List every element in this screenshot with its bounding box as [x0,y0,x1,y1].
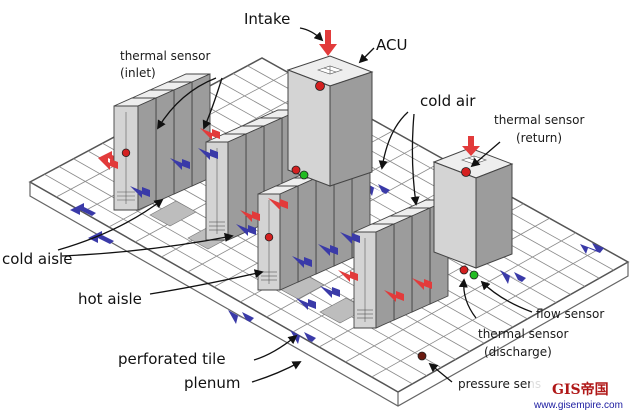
label-thermal-sensor-discharge: thermal sensor [478,327,568,341]
cold-air-arrow [228,310,254,324]
pointer-plenum [251,361,302,383]
hot-air-arrow [200,128,220,140]
cold-air-arrow [364,182,390,196]
label-cold-air: cold air [420,92,476,110]
cold-air-arrow [292,256,312,268]
label-flow-sensor: flow sensor [536,307,604,321]
server-rack [353,223,395,329]
pointer-intake [299,27,324,42]
pointer-pressure [428,362,453,383]
thermal-sensor-return [461,167,471,177]
label-thermal-sensor-inlet-qualifier: (inlet) [120,66,156,80]
perforated-tiles [149,200,367,324]
cold-air-arrow [198,148,218,160]
watermark-url: www.gisempire.com [533,400,623,411]
thermal-sensor-acu [315,81,325,91]
perforated-tile [149,200,197,227]
server-rack [257,185,299,291]
label-thermal-sensor-return-qualifier: (return) [516,131,562,145]
hot-air-arrow [268,198,288,210]
hot-air-arrow [384,290,404,302]
cold-air-arrow [340,232,360,244]
label-plenum: plenum [184,374,241,392]
cold-air-arrow [296,298,316,310]
pointer-lines [57,27,533,383]
pointer-inlet-2 [202,77,223,130]
thermal-sensor-inlet [121,148,131,157]
label-cold-aisle: cold aisle [2,250,72,268]
hot-air-arrow [338,270,358,282]
watermark-brand: GIS帝国 [552,381,609,398]
pointer-cold-aisle-1 [57,198,164,251]
acu-intake-vent [317,65,343,75]
cold-air-arrow [500,270,526,284]
intake-arrow [319,30,337,56]
pressure-sensor [417,351,427,361]
label-thermal-sensor-return: thermal sensor [494,113,584,127]
label-perforated-tile: perforated tile [118,350,226,368]
label-thermal-sensor-discharge-qualifier: (discharge) [484,345,552,359]
cold-air-arrow [88,231,114,244]
intake-arrow [462,136,480,156]
hot-air-arrow [98,158,118,170]
pointer-cold-air-2 [410,113,420,206]
acu-unit-main [286,30,374,187]
pointer-hot-aisle [149,269,264,295]
cold-air-arrow [170,158,190,170]
pointer-discharge [458,278,477,319]
flow-sensor [469,270,479,280]
hot-air-arrow [240,210,260,222]
pointer-cold-aisle-2 [61,232,234,257]
labels: Intake ACU thermal sensor (inlet) cold a… [2,10,604,392]
pointer-acu [358,47,375,64]
pointer-cold-air-1 [378,111,409,170]
watermark: GIS帝国 www.gisempire.com [530,378,638,412]
label-hot-aisle: hot aisle [78,290,142,308]
thermal-sensor-discharge [459,265,469,275]
acu-unit-secondary [432,136,514,269]
flow-sensor [299,170,309,180]
cold-air-arrow [320,286,340,298]
thermal-sensor-inlet [264,232,274,242]
label-acu: ACU [376,36,407,54]
cold-air-arrow [236,224,256,236]
cold-air-arrow [70,203,96,216]
server-rack [205,133,247,241]
cold-air-arrow [130,186,150,198]
label-pressure-sensor: pressure sens [458,377,541,391]
cold-air-arrow [580,243,604,254]
rack-row [113,73,211,211]
pointer-flow-sensor [480,280,533,313]
pointer-inlet-1 [157,77,217,130]
cold-air-arrow [318,244,338,256]
thermal-sensor-discharge [291,165,301,175]
label-thermal-sensor-inlet: thermal sensor [120,49,210,63]
pointer-return [470,141,501,168]
pointer-perforated-tile [253,334,298,361]
hot-air-arrow [412,278,432,290]
label-intake: Intake [244,10,290,28]
server-rack [113,97,157,211]
